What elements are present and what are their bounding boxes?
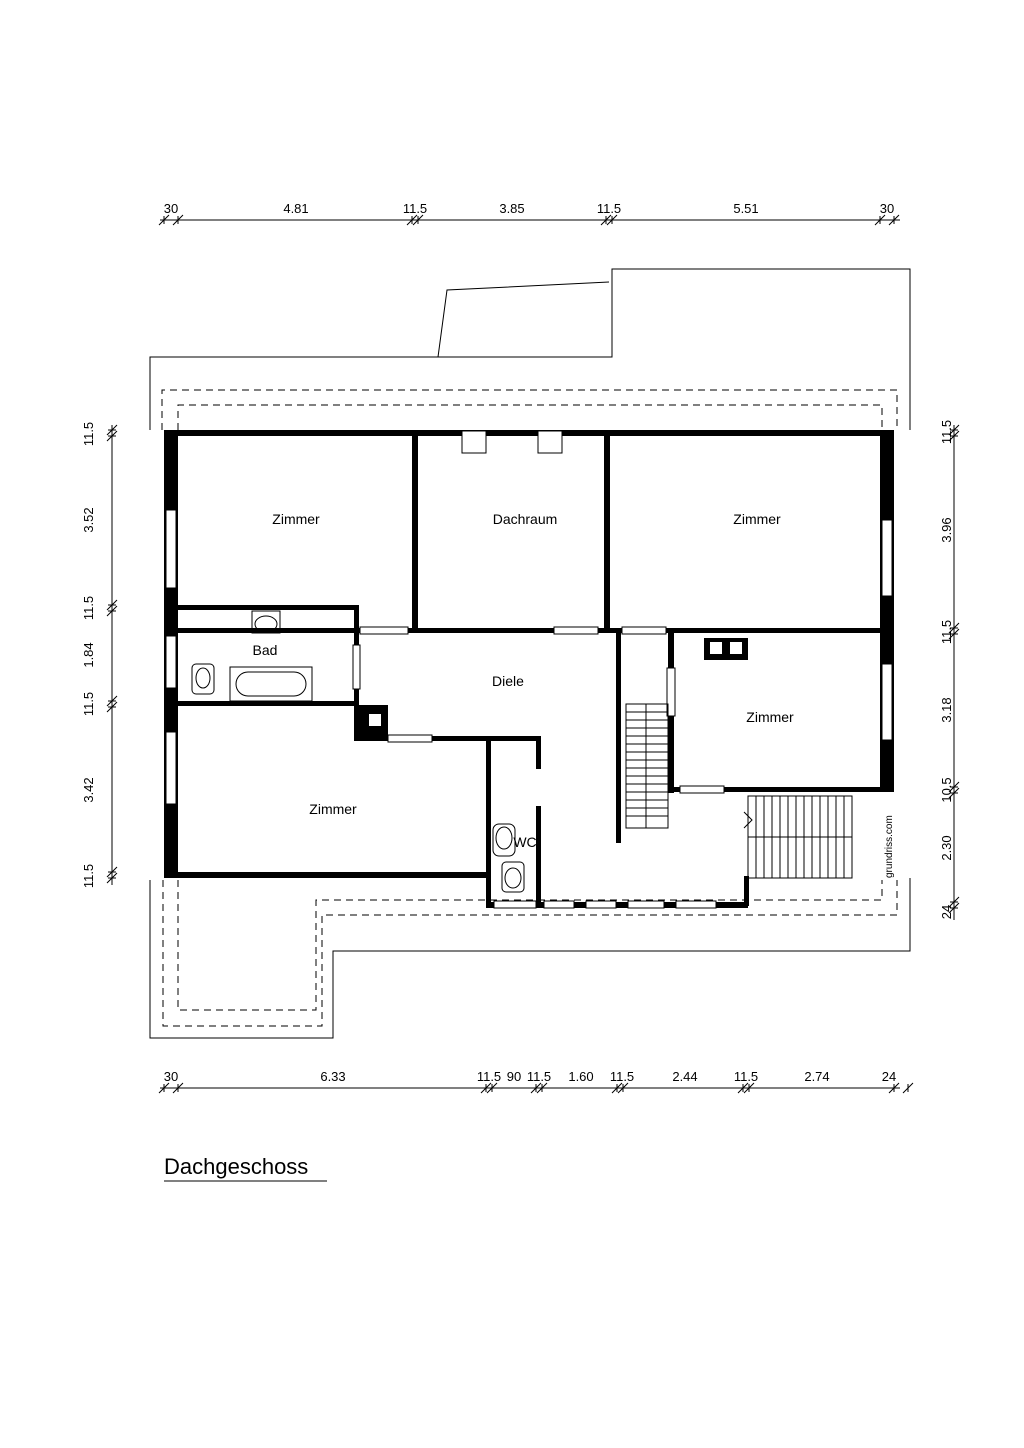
dimension-tick [106,605,118,617]
interior-walls [178,436,894,907]
dim-right-0: 11.5 [939,420,954,444]
dim-bottom-9: 2.74 [804,1069,829,1084]
room-label-bad: Bad [253,642,278,658]
dim-bottom-1: 6.33 [320,1069,345,1084]
room-label-zimmer-ne: Zimmer [733,511,781,527]
room-label-zimmer-e: Zimmer [746,709,794,725]
dimension-tick [106,430,118,442]
dimension-tick [172,214,184,226]
room-label-dachraum: Dachraum [493,511,558,527]
dim-bottom-7: 2.44 [672,1069,697,1084]
dimension-tick [172,1082,184,1094]
dim-left-0: 11.5 [81,422,96,446]
dimension-tick [888,214,900,226]
staircase-lower [743,795,853,879]
bathroom-fixtures [191,610,525,893]
dimension-tick [158,1082,170,1094]
watermark-text: grundriss.com [884,815,895,878]
dimension-tick [106,599,118,611]
room-labels: Zimmer Dachraum Zimmer Bad Diele Zimmer … [253,511,795,850]
dim-right-6: 24 [939,905,954,919]
dim-bottom-2: 11.5 [477,1069,501,1084]
dimension-tick [902,1082,914,1094]
dimension-tick [611,1082,623,1094]
dim-left-2: 11.5 [81,596,96,620]
chimneys [369,638,748,726]
dimension-tick [948,628,960,640]
dim-right-2: 11.5 [939,620,954,644]
dimension-tick [948,896,960,908]
roof-outline [149,268,911,1039]
dim-top-0: 30 [164,201,178,216]
dimension-lines [111,219,955,1089]
room-label-wc: WC [513,834,536,850]
dimension-tick [480,1082,492,1094]
dim-bottom-0: 30 [164,1069,178,1084]
dim-top-1: 4.81 [283,201,308,216]
dimension-tick [412,214,424,226]
dimension-tick [948,902,960,914]
dim-left-1: 3.52 [81,507,96,532]
dimension-tick [106,424,118,436]
dimension-tick [874,214,886,226]
dim-bottom-10: 24 [882,1069,896,1084]
windows [165,430,893,909]
dim-bottom-5: 1.60 [568,1069,593,1084]
dimension-ticks [106,214,960,1094]
floor-title: Dachgeschoss [164,1154,308,1179]
dim-bottom-8: 11.5 [734,1069,758,1084]
dimensions-left: 11.5 3.52 11.5 1.84 11.5 3.42 11.5 [81,422,96,888]
dimension-tick [530,1082,542,1094]
dim-top-5: 5.51 [733,201,758,216]
dim-left-3: 1.84 [81,642,96,667]
roof-eaves-dashed [161,389,898,1027]
dimension-tick [888,1082,900,1094]
dimension-tick [600,214,612,226]
dim-bottom-6: 11.5 [610,1069,634,1084]
dimension-tick [486,1082,498,1094]
room-label-zimmer-sw: Zimmer [309,801,357,817]
dimension-tick [617,1082,629,1094]
dimension-tick [536,1082,548,1094]
dimension-tick [158,214,170,226]
dim-right-3: 3.18 [939,697,954,722]
dimension-tick [948,622,960,634]
dim-right-5: 2.30 [939,835,954,860]
dim-top-6: 30 [880,201,894,216]
dim-right-4: 10.5 [939,777,954,802]
dimension-tick [737,1082,749,1094]
staircase-main [625,703,669,829]
dim-left-6: 11.5 [81,864,96,888]
dimension-tick [106,866,118,878]
dimensions-bottom: 30 6.33 11.5 90 11.5 1.60 11.5 2.44 11.5… [164,1069,896,1084]
dimension-tick [743,1082,755,1094]
dimension-tick [106,701,118,713]
dim-bottom-3: 90 [507,1069,521,1084]
dim-top-2: 11.5 [403,201,427,216]
room-label-diele: Diele [492,673,524,689]
dimension-tick [106,695,118,707]
dim-right-1: 3.96 [939,517,954,542]
dimensions-top: 30 4.81 11.5 3.85 11.5 5.51 30 [164,201,894,216]
dim-top-3: 3.85 [499,201,524,216]
dimension-tick [948,787,960,799]
dimension-tick [948,781,960,793]
dimension-tick [948,430,960,442]
dim-top-4: 11.5 [597,201,621,216]
dimension-tick [606,214,618,226]
room-label-zimmer-nw: Zimmer [272,511,320,527]
dimension-tick [948,424,960,436]
dim-left-4: 11.5 [81,692,96,716]
dim-bottom-4: 11.5 [527,1069,551,1084]
dimensions-right: 11.5 3.96 11.5 3.18 10.5 2.30 24 [939,420,954,919]
dim-left-5: 3.42 [81,777,96,802]
dimension-tick [106,872,118,884]
dimension-tick [406,214,418,226]
